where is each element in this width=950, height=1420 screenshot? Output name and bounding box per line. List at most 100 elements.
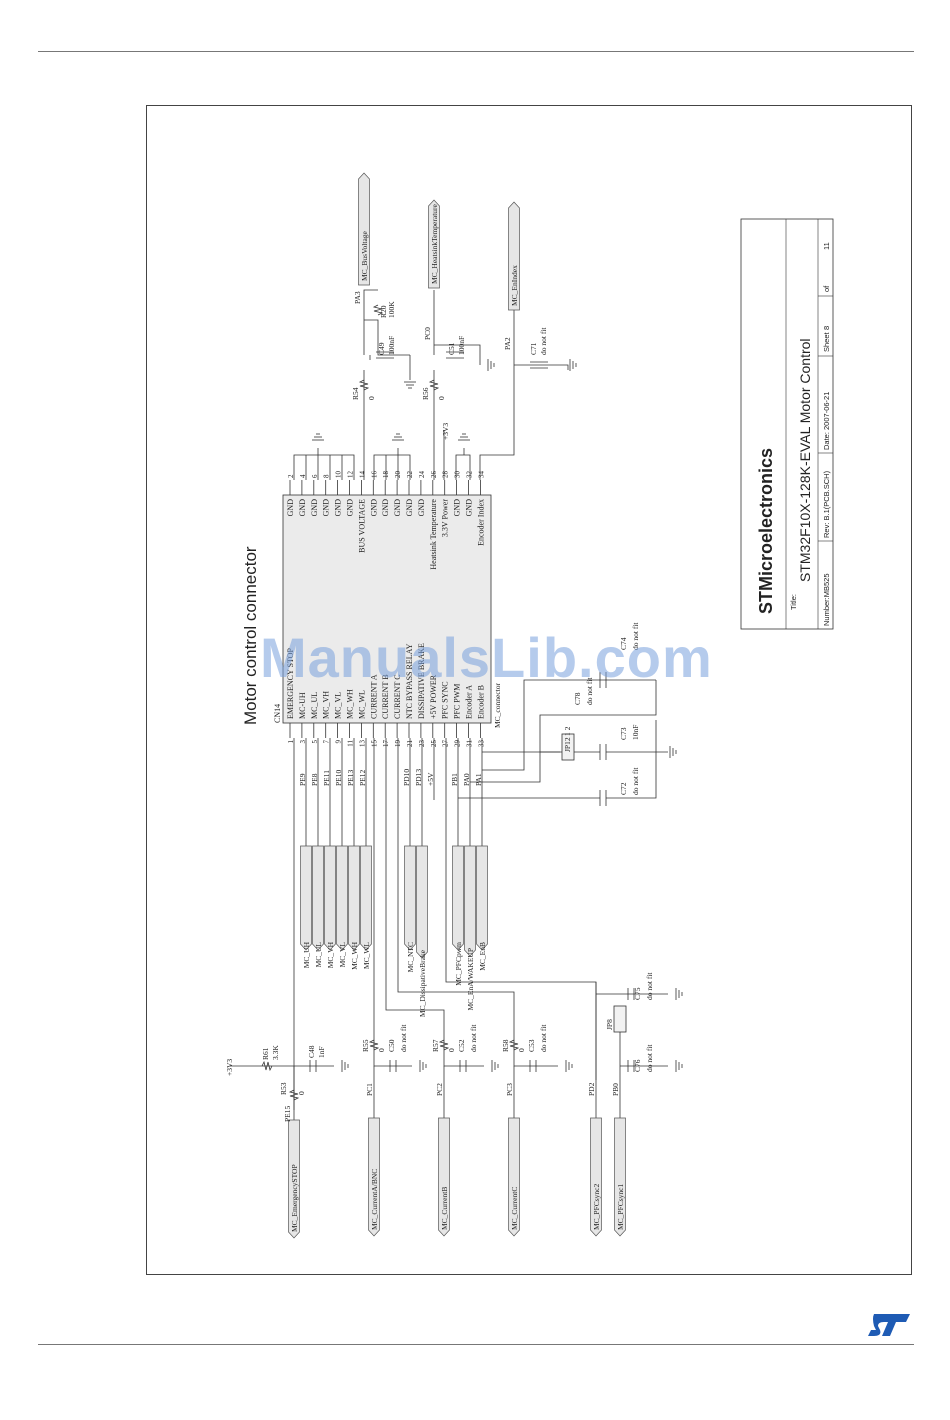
pin-number: 31 xyxy=(466,740,474,748)
pin-name: GND xyxy=(310,499,319,517)
watermark: ManualsLib.com xyxy=(260,626,713,689)
net-3v3-bottom: +3V3 xyxy=(225,1059,234,1076)
pin-name: MC-UH xyxy=(298,692,307,719)
port-shape xyxy=(614,1117,626,1237)
port-label: MC_PFCsync1 xyxy=(616,1183,625,1230)
part-c53-ref: C53 xyxy=(527,1039,536,1052)
port-1: MC_UL xyxy=(312,845,324,967)
top-port-2: MC_EnIndex xyxy=(508,201,520,311)
port-9: MC_EnA/WAKEUP xyxy=(464,845,476,1011)
net-label: PD10 xyxy=(402,769,411,786)
resistor-symbols xyxy=(261,304,548,1101)
title-text: STM32F10X-128K-EVAL Motor Control xyxy=(797,338,813,582)
doc-number: Number:MB525 xyxy=(822,573,831,626)
port-shape xyxy=(288,1119,300,1239)
bottom-port-5: MC_PFCsync1 xyxy=(614,1117,626,1237)
pin-name: MC_VL xyxy=(334,692,343,719)
bottom-port-4: MC_PFCsync2 xyxy=(590,1117,602,1237)
pin-name: GND xyxy=(298,499,307,517)
port-label: MC_PFCpwm xyxy=(454,942,463,986)
pin-name: PFC SYNC xyxy=(441,681,450,719)
pin-number: 6 xyxy=(311,474,319,478)
port-shape xyxy=(464,845,476,957)
port-label: MC_CurrentA/BNC xyxy=(370,1169,379,1230)
net-pc1: PC1 xyxy=(365,1083,374,1096)
part-c73-ref: C73 xyxy=(619,727,628,740)
part-c75-value: do not fit xyxy=(645,972,654,1000)
doc-date: Date: 2007-06-21 xyxy=(822,392,831,450)
pin-name: MC_UL xyxy=(310,692,319,719)
net-label: PE11 xyxy=(322,770,331,786)
port-shape xyxy=(416,845,428,959)
part-r57-value: 0 xyxy=(447,1048,456,1052)
pin-name: Encoder Index xyxy=(476,499,485,546)
pin-name: CURRENT C xyxy=(393,674,402,719)
part-r61-value: 3.3K xyxy=(271,1045,280,1060)
net-label: PB1 xyxy=(450,773,459,786)
jumper-jp8-ref: JP8 xyxy=(605,1019,614,1030)
net-label: +5V xyxy=(426,772,435,786)
port-10: MC_EnB xyxy=(476,845,488,971)
pin-name: GND xyxy=(369,499,378,517)
part-r20-ref: R20 xyxy=(379,305,388,318)
pin-name: MC_WL xyxy=(357,690,366,719)
pin-name: PFC PWM xyxy=(453,684,462,719)
part-r56-value: 0 xyxy=(437,396,446,400)
port-label: MC_EnA/WAKEUP xyxy=(466,948,475,1011)
pin-number: 34 xyxy=(477,471,485,479)
top-port-1: MC_HeatsinkTemperature xyxy=(428,199,440,289)
port-8: MC_PFCpwm xyxy=(452,845,464,986)
part-c71-ref: C71 xyxy=(529,342,538,355)
bottom-ports: MC_EmergencySTOP MC_CurrentA/BNC MC_Curren… xyxy=(288,1117,626,1239)
connector-extra-label: MC_connector xyxy=(493,683,502,728)
net-pa2: PA2 xyxy=(503,337,512,350)
pin-name: Encoder B xyxy=(476,685,485,719)
ground-symbols xyxy=(312,359,683,1072)
port-label: MC_HeatsinkTemperature xyxy=(430,203,439,284)
jumper-jp12-ref: JP12 xyxy=(563,737,572,752)
net-label: PE9 xyxy=(298,773,307,786)
part-c53-value: do not fit xyxy=(539,1024,548,1052)
port-shape xyxy=(404,845,416,951)
sheet-label: Sheet xyxy=(822,331,831,352)
bottom-port-2: MC_CurrentB xyxy=(438,1117,450,1237)
port-label: MC_PFCsync2 xyxy=(592,1183,601,1230)
net-label: PE13 xyxy=(346,769,355,786)
pin-number: 28 xyxy=(442,471,450,479)
pin-number: 12 xyxy=(347,471,355,479)
port-shape xyxy=(312,845,324,951)
port-label: MC_CurrentB xyxy=(440,1187,449,1230)
port-shape xyxy=(476,845,488,951)
jumper-jp8-body xyxy=(613,1005,627,1033)
port-shape xyxy=(368,1117,380,1237)
title-label: Title: xyxy=(789,594,798,610)
footer-rule xyxy=(38,1344,914,1345)
port-shape xyxy=(358,172,370,286)
part-c52-value: do not fit xyxy=(469,1024,478,1052)
part-c50-value: do not fit xyxy=(399,1024,408,1052)
part-c48-ref: C48 xyxy=(307,1045,316,1058)
part-c78-ref: C78 xyxy=(573,692,582,705)
part-c72-value: do not fit xyxy=(631,767,640,795)
port-shape xyxy=(300,845,312,951)
net-3v3-top: +3V3 xyxy=(441,423,450,440)
part-r55-value: 0 xyxy=(377,1048,386,1052)
net-pe15: PE15 xyxy=(283,1105,292,1122)
part-r53-ref: R53 xyxy=(279,1082,288,1095)
pin-name: EMERGENCY STOP xyxy=(286,648,295,719)
port-label: MC_CurrentC xyxy=(510,1187,519,1230)
pin-number: 24 xyxy=(418,471,426,479)
port-0: MC_UH xyxy=(300,845,312,968)
port-label: MC_EmergencySTOP xyxy=(290,1164,299,1232)
st-logo-icon xyxy=(868,1314,910,1336)
pin-name: GND xyxy=(393,499,402,517)
port-label: MC_UH xyxy=(302,941,311,968)
pin-name: GND xyxy=(286,499,295,517)
pin-name: CURRENT A xyxy=(369,674,378,719)
part-r53-value: 0 xyxy=(297,1091,306,1095)
net-pc0: PC0 xyxy=(423,327,432,340)
pin-name: 3.3V Power xyxy=(441,499,450,537)
port-shape xyxy=(348,845,360,951)
port-6: MC_NTC xyxy=(404,845,416,972)
